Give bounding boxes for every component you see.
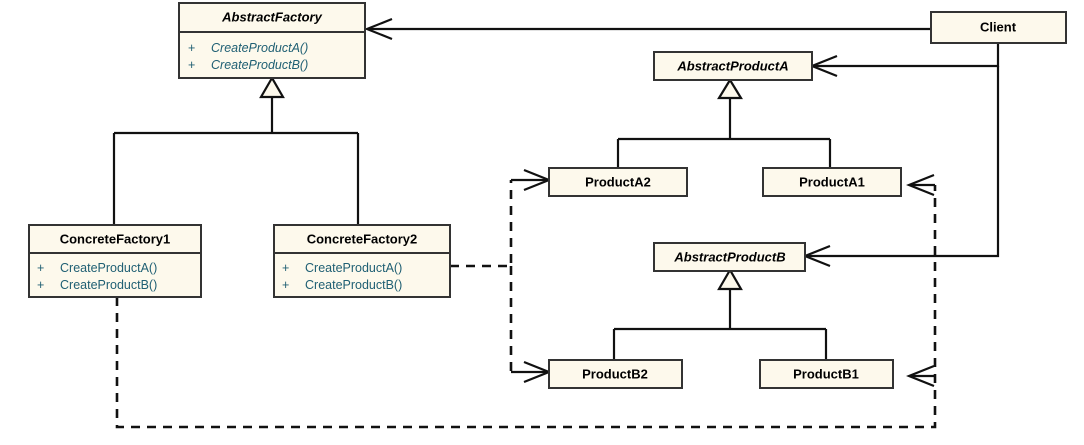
class-box-concrete-factory-1[interactable]: ConcreteFactory1 + CreateProductA() + Cr… — [28, 224, 202, 298]
visibility-concrete-factory-2-op-1: + — [282, 278, 289, 292]
class-name-client: Client — [980, 19, 1017, 34]
edge-generalization-product-a — [616, 77, 832, 168]
edge-generalization-factories — [112, 75, 360, 225]
class-name-abstract-product-b: AbstractProductB — [673, 249, 785, 264]
visibility-concrete-factory-1-op-1: + — [37, 278, 44, 292]
class-name-product-b2: ProductB2 — [582, 366, 648, 381]
generalization-triangle-factory — [259, 75, 285, 99]
operation-concrete-factory-2-0: CreateProductA() — [305, 261, 402, 275]
class-box-abstract-product-a[interactable]: AbstractProductA — [653, 51, 813, 81]
generalization-triangle-product-b — [717, 267, 743, 291]
class-name-concrete-factory-2: ConcreteFactory2 — [307, 231, 418, 246]
visibility-concrete-factory-2-op-0: + — [282, 261, 289, 275]
operation-concrete-factory-1-0: CreateProductA() — [60, 261, 157, 275]
edge-generalization-product-b — [612, 267, 828, 360]
class-name-product-a1: ProductA1 — [799, 174, 865, 189]
edge-dependency-concrete-factory-2 — [450, 168, 552, 384]
edge-client-to-abstract-product-b — [802, 66, 1000, 268]
edge-dependency-concrete-factory-1 — [115, 173, 937, 429]
edge-client-to-abstract-factory — [364, 17, 931, 41]
visibility-abstract-factory-op-1: + — [188, 58, 195, 72]
visibility-abstract-factory-op-0: + — [188, 41, 195, 55]
class-box-product-a1[interactable]: ProductA1 — [762, 167, 902, 197]
operation-concrete-factory-2-1: CreateProductB() — [305, 278, 402, 292]
visibility-concrete-factory-1-op-0: + — [37, 261, 44, 275]
class-box-abstract-factory[interactable]: AbstractFactory + CreateProductA() + Cre… — [178, 2, 366, 79]
class-box-concrete-factory-2[interactable]: ConcreteFactory2 + CreateProductA() + Cr… — [273, 224, 451, 298]
operation-concrete-factory-1-1: CreateProductB() — [60, 278, 157, 292]
edge-client-to-abstract-product-a — [809, 43, 1000, 78]
class-box-abstract-product-b[interactable]: AbstractProductB — [653, 242, 806, 272]
class-box-product-b1[interactable]: ProductB1 — [759, 359, 894, 389]
class-box-product-a2[interactable]: ProductA2 — [548, 167, 688, 197]
class-name-abstract-product-a: AbstractProductA — [676, 58, 788, 73]
operation-abstract-factory-1: CreateProductB() — [211, 58, 308, 72]
class-name-product-b1: ProductB1 — [793, 366, 859, 381]
class-box-client[interactable]: Client — [930, 11, 1067, 44]
class-name-product-a2: ProductA2 — [585, 174, 651, 189]
class-box-product-b2[interactable]: ProductB2 — [548, 359, 683, 389]
generalization-triangle-product-a — [717, 77, 743, 100]
operation-abstract-factory-0: CreateProductA() — [211, 41, 308, 55]
class-name-concrete-factory-1: ConcreteFactory1 — [60, 231, 171, 246]
class-name-abstract-factory: AbstractFactory — [221, 9, 322, 24]
